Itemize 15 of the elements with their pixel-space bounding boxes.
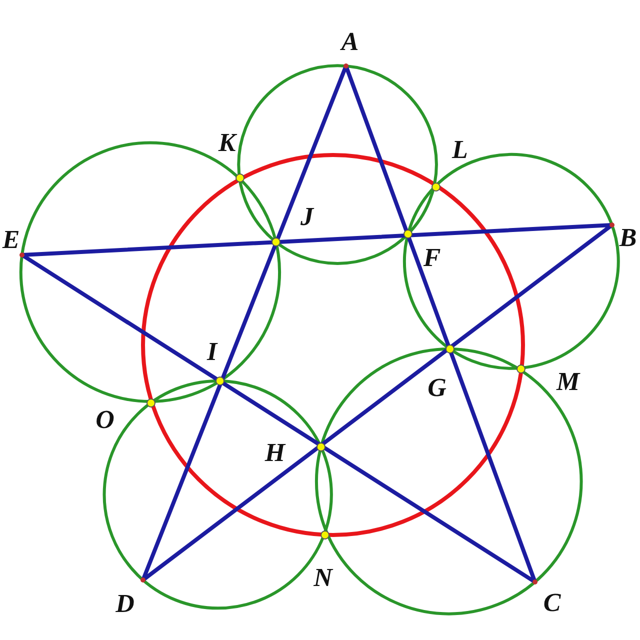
point-label: I [206,339,218,365]
point-label: G [428,375,446,401]
point-label: F [423,245,441,271]
point-label: A [341,29,359,55]
point-label: K [218,130,236,156]
point-label: D [116,591,134,617]
point-label: H [264,440,286,466]
point-label: N [314,565,332,591]
point-label: E [2,227,20,253]
point-label: O [96,407,114,433]
point-label: M [556,369,580,395]
point-label: J [300,204,314,230]
point-label: L [452,137,468,163]
point-label: C [543,590,561,616]
point-label: B [619,225,637,251]
